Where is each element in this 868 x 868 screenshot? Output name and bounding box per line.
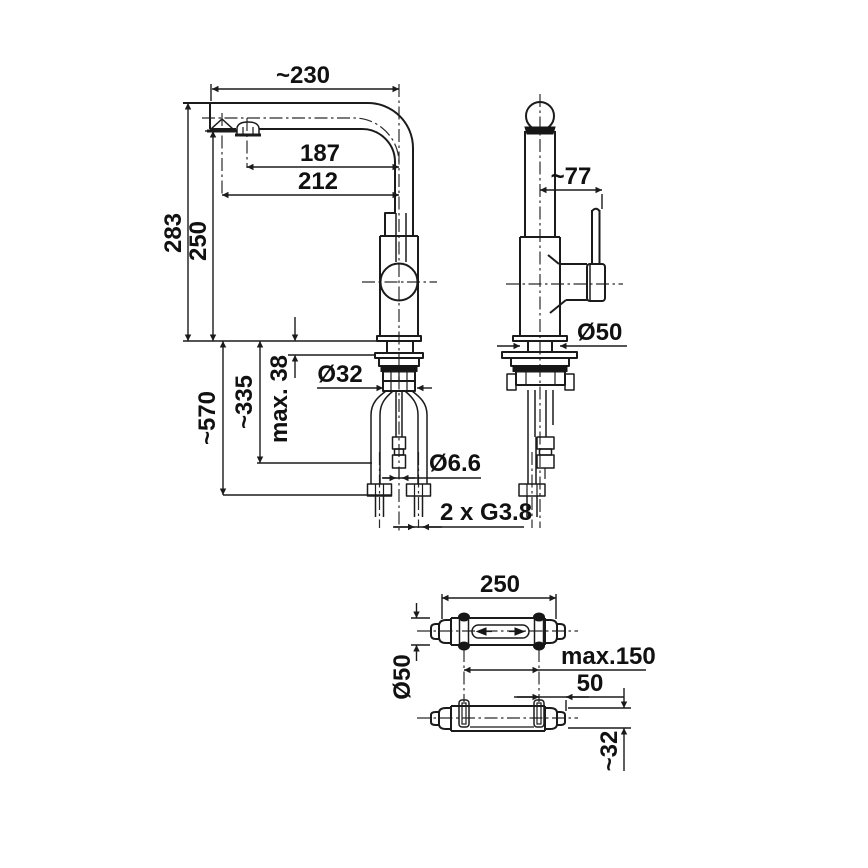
faucet-body [376,235,422,342]
dim-hose-drop: ~570 [194,391,221,445]
unit-centerlines [417,630,578,719]
dim-clamp-spacing: max.150 [561,643,656,670]
side-dimensions: ~77 Ø50 [497,163,627,350]
unit-dimensions: 250 Ø50 max.150 50 ~32 [389,571,656,771]
hose-nut-left [366,483,393,497]
lever-handle [547,207,606,314]
dim-spout-reach: ~230 [276,62,330,89]
side-hose-rod [518,390,555,517]
front-view: ~230 187 212 283 250 ~570 ~335 max. 38 Ø… [160,62,532,531]
dim-height-outlet: 250 [185,221,212,261]
dim-hose-threads: 2 x G3.8 [440,499,532,526]
dim-outlet-to-axis: 212 [298,168,338,195]
unit-top-view [430,612,566,651]
front-mounting-stack [374,341,424,392]
dim-shank-diameter: Ø32 [317,361,362,388]
dim-rod-drop: ~335 [231,375,258,429]
lever-ball-joint [379,262,419,302]
side-mounting-stack [501,341,578,391]
side-centerlines [506,94,623,528]
side-faucet-outline [501,101,606,517]
threaded-shank [382,380,416,392]
dim-height-top: 283 [160,213,187,253]
unit-side-view [430,699,566,732]
dim-handle-offset: ~77 [551,163,592,190]
slot-screw-icons [475,627,526,636]
dim-unit-diameter: Ø50 [389,654,416,699]
dim-unit-length: 250 [480,571,520,598]
side-view: ~77 Ø50 [497,94,627,528]
hose-nut-right [405,483,432,497]
unit-slot [471,624,530,639]
dim-clamp-to-end: 50 [577,670,604,697]
faucet-spout [183,102,414,262]
dim-body-diameter: Ø50 [577,319,622,346]
pull-rod [395,391,403,437]
front-dimensions: ~230 187 212 283 250 ~570 ~335 max. 38 Ø… [160,62,532,531]
dim-rod-diameter: Ø6.6 [429,450,481,477]
supply-hoses [366,390,432,517]
hose-unit-view: 250 Ø50 max.150 50 ~32 [389,571,656,771]
dim-aerator-to-axis: 187 [300,140,340,167]
dim-deck-thickness: max. 38 [266,355,293,443]
dim-end-diameter: ~32 [596,731,623,772]
